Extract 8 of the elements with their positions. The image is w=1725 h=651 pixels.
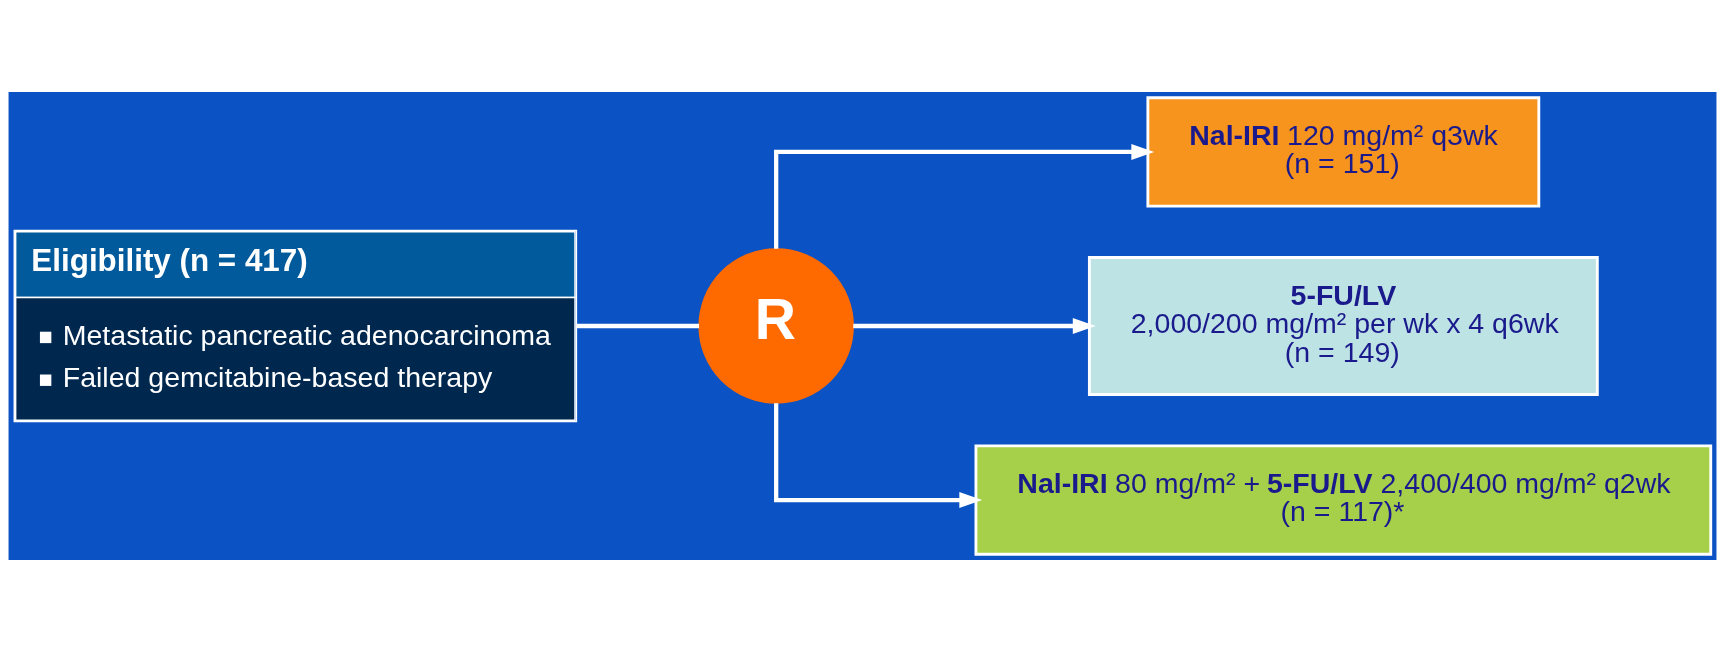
node-circle: R	[698, 247, 854, 404]
node-box: 5-FU/LV 2,000/200 mg/m² per wk x 4 q6wk (n = 149)	[1087, 255, 1599, 396]
node-box: Nal-IRI 80 mg/m² + 5-FU/LV 2,400/400 mg/m² q2wk (n = 117)*	[974, 443, 1713, 556]
connector	[576, 323, 700, 328]
arrow	[853, 317, 1096, 334]
arrow	[774, 143, 1155, 249]
node-box: Nal-IRI 120 mg/m² q3wk (n = 151)	[1146, 95, 1541, 208]
arrow	[774, 402, 983, 508]
